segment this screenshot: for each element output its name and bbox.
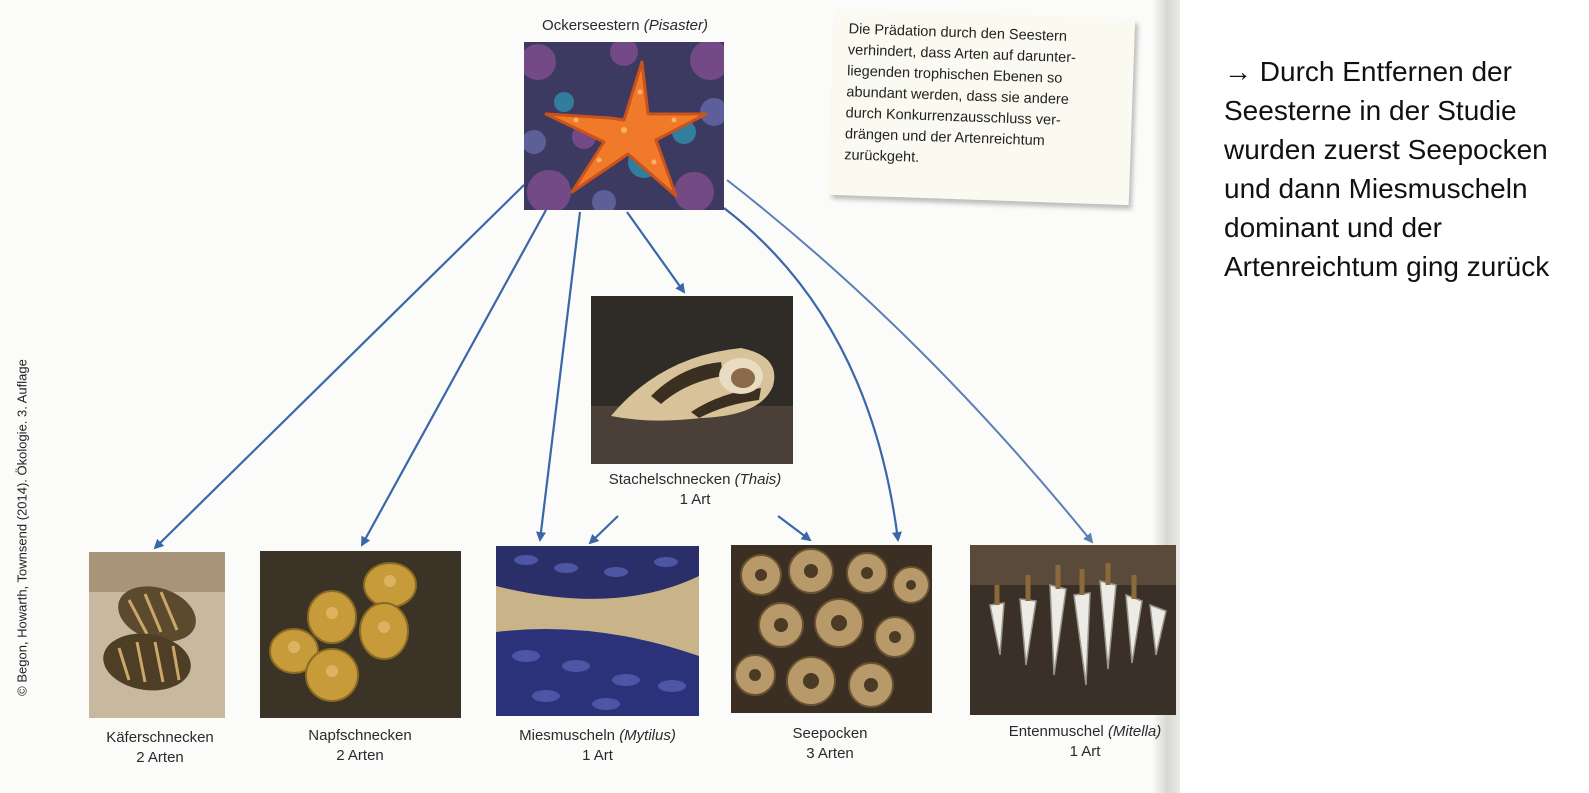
arrow-to-napfschnecken bbox=[362, 210, 546, 545]
side-explanation-text: Durch Entfernen der Seesterne in der Stu… bbox=[1224, 56, 1549, 282]
thais-count: 1 Art bbox=[560, 490, 830, 510]
predation-note: Die Prädation durch den Seestern verhind… bbox=[829, 9, 1135, 205]
thais-to-seepocken bbox=[778, 516, 810, 540]
entenmuschel-photo bbox=[970, 545, 1176, 715]
miesmuscheln-latin: (Mytilus) bbox=[619, 727, 676, 744]
miesmuscheln-caption: Miesmuscheln (Mytilus) 1 Art bbox=[490, 726, 705, 766]
pisaster-caption: Ockerseestern (Pisaster) bbox=[500, 16, 750, 36]
entenmuschel-latin: (Mitella) bbox=[1108, 723, 1161, 740]
thais-latin: (Thais) bbox=[735, 471, 782, 488]
miesmuscheln-name: Miesmuscheln bbox=[519, 727, 615, 744]
kaeferschnecken-photo bbox=[89, 552, 225, 718]
pisaster-name: Ockerseestern bbox=[542, 17, 640, 34]
napfschnecken-count: 2 Arten bbox=[275, 746, 445, 766]
seepocken-photo bbox=[731, 545, 932, 713]
kaeferschnecken-name: Käferschnecken bbox=[75, 728, 245, 748]
miesmuscheln-photo bbox=[496, 546, 699, 716]
copyright-notice: © Begon, Howarth, Townsend (2014). Ökolo… bbox=[15, 348, 30, 708]
napfschnecken-caption: Napfschnecken 2 Arten bbox=[275, 726, 445, 766]
seepocken-name: Seepocken bbox=[745, 724, 915, 744]
entenmuschel-count: 1 Art bbox=[985, 742, 1185, 762]
kaeferschnecken-count: 2 Arten bbox=[75, 748, 245, 768]
napfschnecken-name: Napfschnecken bbox=[275, 726, 445, 746]
seepocken-caption: Seepocken 3 Arten bbox=[745, 724, 915, 764]
thais-photo bbox=[591, 296, 793, 464]
side-explanation: → Durch Entfernen der Seesterne in der S… bbox=[1224, 52, 1574, 286]
thais-to-miesmuscheln bbox=[590, 516, 618, 543]
entenmuschel-caption: Entenmuschel (Mitella) 1 Art bbox=[985, 722, 1185, 762]
seepocken-count: 3 Arten bbox=[745, 744, 915, 764]
kaeferschnecken-caption: Käferschnecken 2 Arten bbox=[75, 728, 245, 768]
arrow-to-stachelschnecken bbox=[627, 212, 684, 292]
thais-name: Stachelschnecken bbox=[609, 471, 731, 488]
pisaster-photo bbox=[524, 42, 724, 210]
napfschnecken-photo bbox=[260, 551, 461, 718]
arrow-to-kaeferschnecken bbox=[155, 185, 524, 548]
pisaster-latin: (Pisaster) bbox=[644, 17, 708, 34]
arrow-glyph: → bbox=[1224, 56, 1252, 87]
miesmuscheln-count: 1 Art bbox=[490, 746, 705, 766]
entenmuschel-name: Entenmuschel bbox=[1009, 723, 1104, 740]
thais-caption: Stachelschnecken (Thais) 1 Art bbox=[560, 470, 830, 510]
